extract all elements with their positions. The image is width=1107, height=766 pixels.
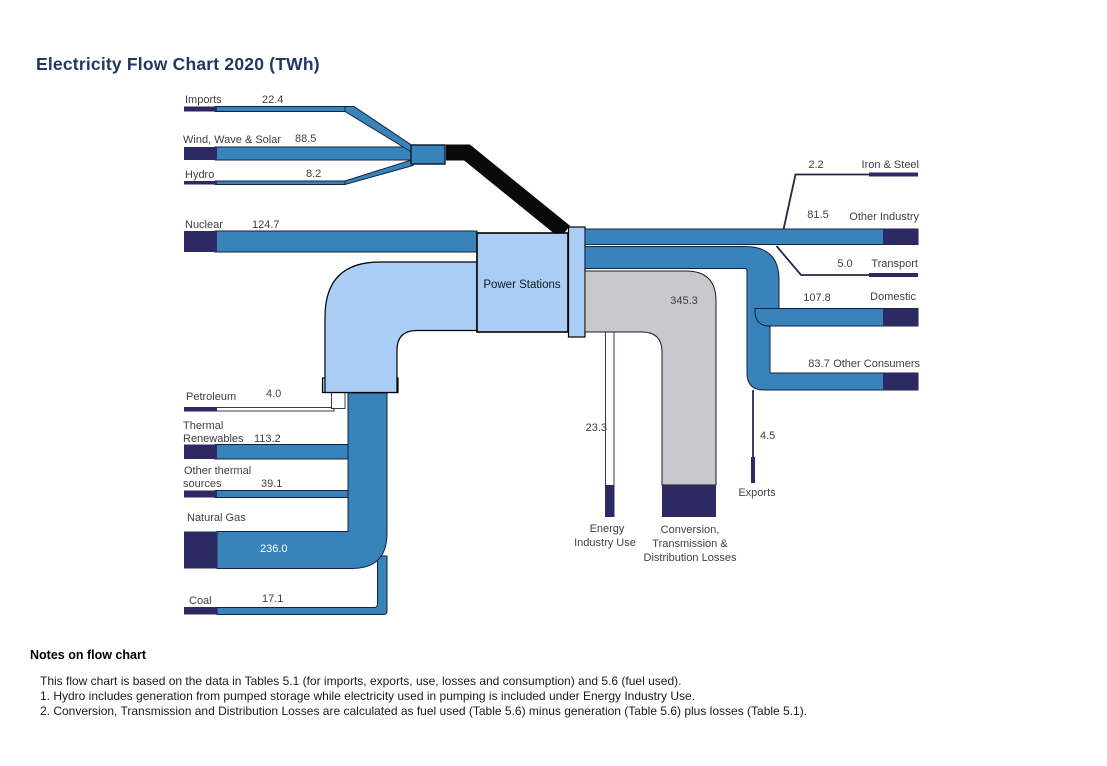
flow-petroleum-riser (331, 390, 346, 409)
label-other-thermal-1: Other thermal (184, 465, 251, 477)
flow-other-thermal-sources (214, 490, 353, 498)
renewables-merge-node (410, 144, 446, 165)
value-iron-steel: 2.2 (808, 159, 823, 171)
fuel-pipe-elbow (324, 261, 478, 394)
flow-hydro-diagonal (344, 158, 414, 186)
notes-body: This flow chart is based on the data in … (40, 674, 1080, 720)
node-nuclear (184, 231, 217, 252)
label-imports: Imports (185, 94, 222, 106)
value-exports: 4.5 (760, 430, 775, 442)
node-energy-industry-use (605, 485, 615, 517)
notes-line-2: 1. Hydro includes generation from pumped… (40, 689, 696, 704)
notes-heading: Notes on flow chart (30, 648, 146, 662)
flow-other-industry (584, 228, 919, 245)
value-other-thermal: 39.1 (261, 478, 282, 490)
value-hydro: 8.2 (306, 168, 321, 180)
label-other-consumers: Other Consumers (833, 358, 920, 370)
node-imports (184, 106, 217, 112)
value-thermal-renewables: 113.2 (254, 433, 281, 445)
flow-wind-wave-solar (214, 146, 413, 161)
label-losses-2: Transmission & (652, 538, 728, 550)
node-other-industry (883, 229, 918, 245)
node-domestic (883, 308, 918, 326)
power-stations-output-bar (567, 226, 586, 338)
label-domestic: Domestic (870, 291, 916, 303)
node-wind-wave-solar (184, 147, 217, 160)
label-thermal-renewables-2: Renewables (183, 433, 244, 445)
node-natural-gas (184, 531, 217, 569)
value-wind-wave-solar: 88.5 (295, 133, 316, 145)
label-transport: Transport (871, 258, 918, 270)
label-energy-industry-use-1: Energy (590, 523, 625, 535)
flow-imports (214, 106, 346, 112)
node-thermal-renewables (184, 444, 217, 459)
value-natural-gas: 236.0 (260, 543, 288, 555)
node-other-consumers (883, 373, 918, 390)
label-thermal-renewables-1: Thermal (183, 420, 223, 432)
label-nuclear: Nuclear (185, 219, 223, 231)
label-coal: Coal (189, 595, 212, 607)
value-transport: 5.0 (837, 258, 852, 270)
value-imports: 22.4 (262, 94, 283, 106)
flow-energy-industry-use-band (605, 309, 615, 487)
value-nuclear: 124.7 (252, 219, 280, 231)
flow-coal (216, 555, 388, 615)
value-coal: 17.1 (262, 593, 283, 605)
node-hydro (184, 181, 217, 185)
flow-natural-gas (216, 392, 388, 569)
label-hydro: Hydro (185, 169, 214, 181)
value-losses: 345.3 (670, 295, 698, 307)
label-exports: Exports (738, 487, 776, 499)
power-stations-label: Power Stations (483, 279, 561, 291)
label-natural-gas: Natural Gas (187, 512, 246, 524)
flow-nuclear (214, 230, 478, 253)
node-coal (184, 607, 217, 615)
power-stations-box (476, 232, 569, 333)
label-other-industry: Other Industry (849, 211, 919, 223)
value-energy-industry-use: 23.3 (586, 422, 607, 434)
flow-hydro (214, 180, 346, 185)
value-other-industry: 81.5 (807, 209, 828, 221)
notes-line-1: This flow chart is based on the data in … (40, 674, 682, 688)
label-wind-wave-solar: Wind, Wave & Solar (183, 134, 281, 146)
notes-line-3: 2. Conversion, Transmission and Distribu… (40, 704, 808, 719)
flow-domestic (754, 308, 919, 327)
label-energy-industry-use-2: Industry Use (574, 537, 636, 549)
flow-direct-supply-black (446, 144, 571, 239)
label-other-thermal-2: sources (183, 478, 222, 490)
value-other-consumers: 83.7 (808, 358, 829, 370)
label-losses-3: Distribution Losses (644, 552, 737, 564)
flow-imports-diagonal (344, 106, 414, 154)
flow-thermal-renewables (214, 444, 353, 460)
label-petroleum: Petroleum (186, 391, 236, 403)
label-losses-1: Conversion, (661, 524, 720, 536)
page-title: Electricity Flow Chart 2020 (TWh) (36, 54, 320, 74)
node-losses (662, 485, 716, 517)
label-iron-steel: Iron & Steel (862, 159, 919, 171)
value-domestic: 107.8 (803, 292, 831, 304)
flow-petroleum (215, 407, 335, 412)
flow-trunk-other-consumers (584, 246, 919, 391)
node-other-thermal-sources (184, 490, 217, 498)
node-petroleum (184, 407, 217, 412)
value-petroleum: 4.0 (266, 388, 281, 400)
notes-section: Notes on flow chart This flow chart is b… (30, 648, 1080, 720)
